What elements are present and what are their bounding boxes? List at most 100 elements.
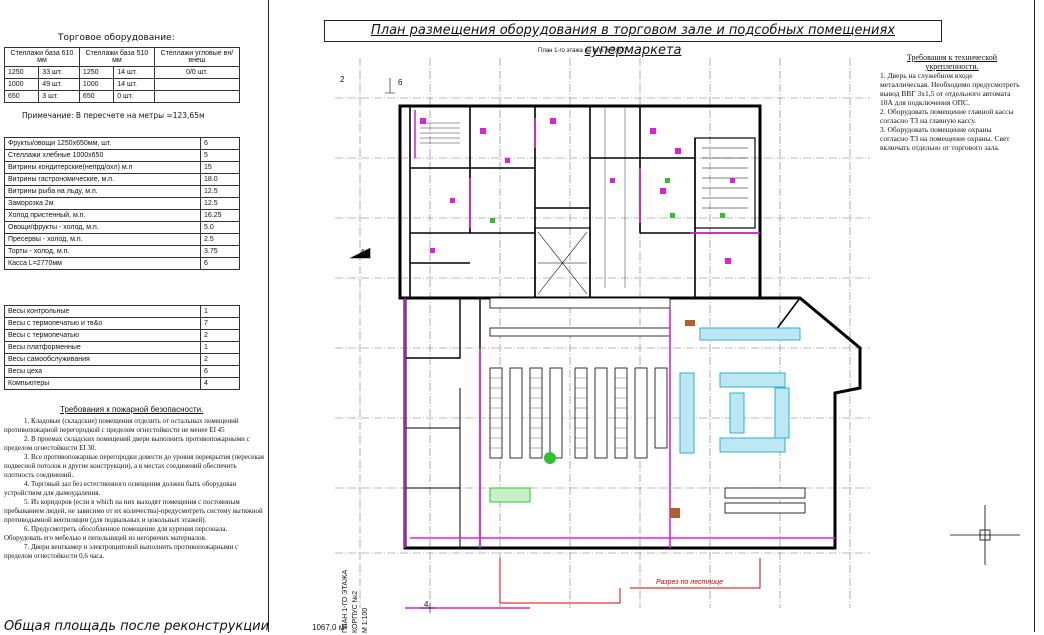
table-row: Холод пристенный, м.п.16.25 (4, 209, 240, 222)
cell: 0/0 шт. (153, 66, 241, 79)
section-note: Разрез по лестнице (656, 579, 723, 586)
row-value: 5.0 (200, 221, 240, 234)
table-row: Витрины рыба на льду, м.п.12.5 (4, 185, 240, 198)
row-label: Овощи/фрукты - холод, м.п. (4, 221, 201, 234)
row-value: 4 (200, 377, 240, 390)
row-value: 2 (200, 329, 240, 342)
row-label: Весы самообслуживания (4, 353, 201, 366)
row-label: Весы платформенные (4, 341, 201, 354)
total-area-label: Общая площадь после реконструкции (4, 619, 270, 634)
requirement-item: 3. Все противопожарные перегородки довес… (4, 453, 264, 479)
equipment-caption: Торговое оборудование: (58, 33, 175, 43)
requirement-item: 1. Кладовые (складские) помещения отдели… (4, 417, 239, 434)
stamp-line-3: М 1:100 (362, 607, 369, 633)
table-row: Овощи/фрукты - холод, м.п.5.0 (4, 221, 240, 234)
cell: 0 шт. (113, 90, 155, 103)
row-value: 6 (200, 365, 240, 378)
shelving-header-3: Стеллажи угловые вн/внеш (153, 47, 241, 67)
equipment-markers (420, 118, 735, 264)
main-title: План размещения оборудования в торговом … (324, 20, 942, 58)
cell: 1250 (3, 66, 40, 79)
table-row: Торты - холод, м.п.3.75 (4, 245, 240, 258)
row-value: 6 (200, 257, 240, 270)
cell: 1000 (78, 78, 115, 91)
requirement-item: 3. Оборудовать помещение охраны согласно… (880, 125, 1010, 152)
row-label: Заморозка 2м (4, 197, 201, 210)
shelving-rows (489, 297, 806, 514)
row-label: Весы цеха (4, 365, 201, 378)
axis-label-3: 2 (340, 75, 345, 84)
cell: 33 шт. (38, 66, 80, 79)
row-label: Витрины рыба на льду, м.п. (4, 185, 201, 198)
requirement-item: 2. В проемах складских помещений двери в… (4, 435, 250, 452)
row-label: Пресервы - холод, м.п. (4, 233, 201, 246)
row-label: Компьютеры (4, 377, 201, 390)
cell: 14 шт. (113, 66, 155, 79)
row-value: 12.5 (200, 197, 240, 210)
row-label: Торты - холод, м.п. (4, 245, 201, 258)
requirement-item: 5. Из коридоров (если в which на них вых… (4, 498, 263, 524)
row-value: 12.5 (200, 185, 240, 198)
row-value: 1 (200, 305, 240, 318)
stamp-line-2: КОРПУС №2 (352, 591, 359, 633)
row-label: Касса L=2770мм (4, 257, 201, 270)
row-label: Весы контрольные (4, 305, 201, 318)
row-value: 6 (200, 137, 240, 150)
row-label: Стеллажи хлебные 1000х650 (4, 149, 201, 162)
row-value: 18.0 (200, 173, 240, 186)
cell: 3 шт. (38, 90, 80, 103)
refrigeration-units (679, 327, 801, 454)
row-value: 2.5 (200, 233, 240, 246)
requirement-item: 7. Двери венткамер и электрощитовой выпо… (4, 543, 239, 560)
cell: 650 (3, 90, 40, 103)
axis-label-1: 4 (360, 248, 365, 257)
cell: 49 шт. (38, 78, 80, 91)
requirement-item: 2. Оборудовать помещение главной кассы с… (880, 107, 1014, 125)
plan-subtitle: План 1-го этажа на отм. ± 0,000 (538, 48, 627, 54)
axis-label-2: 6 (398, 78, 403, 87)
fire-requirements-title: Требования к пожарной безопасности. (60, 405, 204, 414)
total-area-value: 1067,0 м² (312, 623, 347, 632)
fire-requirements-text: 1. Кладовые (складские) помещения отдели… (4, 417, 266, 561)
shelf-ticks (490, 377, 627, 449)
axis-markers (350, 78, 435, 613)
row-value: 16.25 (200, 209, 240, 222)
shelving-header-1: Стеллажи база 610 мм (4, 47, 80, 67)
table-row: Пресервы - холод, м.п.2.5 (4, 233, 240, 246)
fire-partitions (404, 110, 835, 609)
row-value: 15 (200, 161, 240, 174)
row-label: Витрины гастрономические, м.п. (4, 173, 201, 186)
tech-requirements-title: Требования к технической укрепленности. (906, 53, 998, 71)
cell: 1000 (3, 78, 40, 91)
cell (153, 90, 241, 103)
requirement-item: 1. Дверь на служебном входе металлическа… (880, 71, 1020, 107)
row-label: Фрукты/овощи 1250х650мм, шт. (4, 137, 201, 150)
shelving-header-2: Стеллажи база 510 мм (78, 47, 155, 67)
row-label: Весы с термопечатью (4, 329, 201, 342)
tech-requirements-text: 1. Дверь на служебном входе металлическа… (880, 71, 1020, 152)
cell (153, 78, 241, 91)
cell: 14 шт. (113, 78, 155, 91)
row-value: 1 (200, 341, 240, 354)
axis-label-4: 4 (424, 600, 429, 609)
frame-right-border (1034, 0, 1035, 632)
floor-plan (335, 58, 870, 613)
row-label: Холод пристенный, м.п. (4, 209, 201, 222)
row-label: Витрины кондитерские(непрд/охл) м.п (4, 161, 201, 174)
frame-left-divider (268, 0, 269, 632)
shelving-table: Стеллажи база 610 мм Стеллажи база 510 м… (3, 47, 241, 103)
section-line (499, 558, 761, 604)
green-markers (489, 178, 725, 503)
